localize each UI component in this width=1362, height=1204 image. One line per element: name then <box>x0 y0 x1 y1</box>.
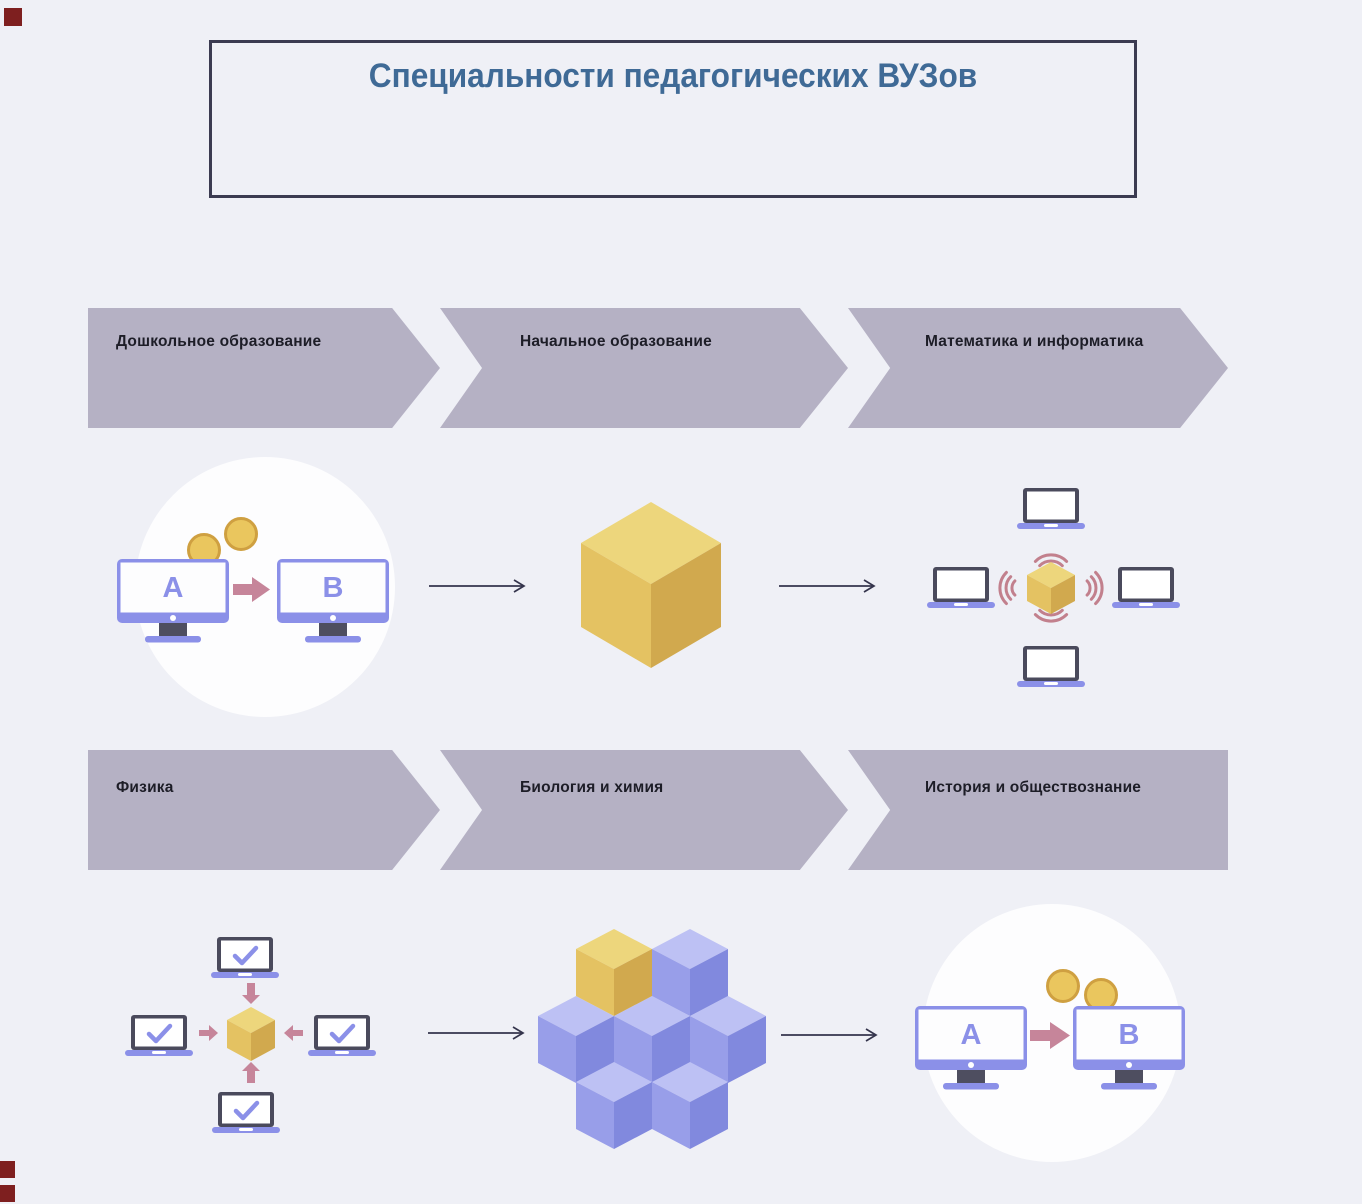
illustration-cube <box>581 502 721 668</box>
inward-arrow-icon <box>199 983 303 1083</box>
flow-arrow-icon <box>781 1028 878 1042</box>
blue-cube <box>652 1062 728 1149</box>
cube-icon <box>1027 562 1075 614</box>
banner-physics: Физика <box>88 750 440 870</box>
red-marker <box>4 8 22 26</box>
laptop-check-icon <box>212 1092 280 1133</box>
wifi-waves-icon <box>998 553 1104 623</box>
coin-icon <box>187 533 221 567</box>
monitor-letter-a: A <box>163 572 184 604</box>
coin-icon <box>1084 978 1118 1012</box>
banner-history-social: История и обществознание <box>848 750 1228 870</box>
banner-preschool-education: Дошкольное образование <box>88 308 440 428</box>
desktop-monitor-icon <box>117 559 229 643</box>
monitor-letter-b: B <box>1119 1019 1140 1051</box>
desktop-monitor-icon <box>915 1006 1027 1090</box>
laptop-check-icon <box>308 1015 376 1056</box>
illustration-transfer-ab-2: A B <box>915 904 1185 1162</box>
illustration-network-laptops <box>927 488 1180 687</box>
illustration-cube-cluster <box>538 929 766 1149</box>
flow-arrow-icon <box>779 579 876 593</box>
laptop-icon <box>927 567 995 608</box>
cube-icon <box>227 1007 275 1061</box>
banner-label: Математика и информатика <box>925 333 1144 350</box>
flow-arrow-icon <box>429 579 526 593</box>
banner-math-informatics: Математика и информатика <box>848 308 1228 428</box>
banner-label: Начальное образование <box>520 333 712 350</box>
monitor-letter-b: B <box>323 572 344 604</box>
blue-cube <box>538 996 614 1083</box>
banner-label: Биология и химия <box>520 779 664 796</box>
white-circle <box>923 904 1181 1162</box>
banner-label: История и обществознание <box>925 779 1142 796</box>
cube-left-face <box>581 543 651 668</box>
monitor-letter-a: A <box>961 1019 982 1051</box>
laptop-icon <box>1112 567 1180 608</box>
yellow-cube <box>576 929 652 1016</box>
blue-cube <box>576 1062 652 1149</box>
blue-cube <box>652 929 728 1016</box>
cube-right-face <box>651 543 721 668</box>
blue-cube <box>690 996 766 1083</box>
page-title: Специальности педагогических ВУЗов <box>368 57 978 95</box>
banner-biology-chemistry: Биология и химия <box>440 750 848 870</box>
cube-top-face <box>581 502 721 584</box>
transfer-arrow-icon <box>1030 1022 1070 1049</box>
red-marker <box>0 1161 15 1178</box>
coin-icon <box>1046 969 1080 1003</box>
laptop-check-icon <box>125 1015 193 1056</box>
transfer-arrow-icon <box>233 577 270 602</box>
banner-label: Дошкольное образование <box>116 333 322 350</box>
desktop-monitor-icon <box>1073 1006 1185 1090</box>
blue-cube <box>614 996 690 1083</box>
coin-icon <box>224 517 258 551</box>
white-circle <box>135 457 395 717</box>
illustration-laptops-checks <box>125 937 376 1133</box>
red-marker <box>0 1185 15 1202</box>
illustration-transfer-ab-1: A B <box>117 457 395 717</box>
laptop-icon <box>1017 488 1085 529</box>
laptop-check-icon <box>211 937 279 978</box>
banner-label: Физика <box>116 779 174 796</box>
title-box: Специальности педагогических ВУЗов <box>209 40 1137 198</box>
banner-primary-education: Начальное образование <box>440 308 848 428</box>
desktop-monitor-icon <box>277 559 389 643</box>
flow-arrow-icon <box>428 1026 525 1040</box>
laptop-icon <box>1017 646 1085 687</box>
